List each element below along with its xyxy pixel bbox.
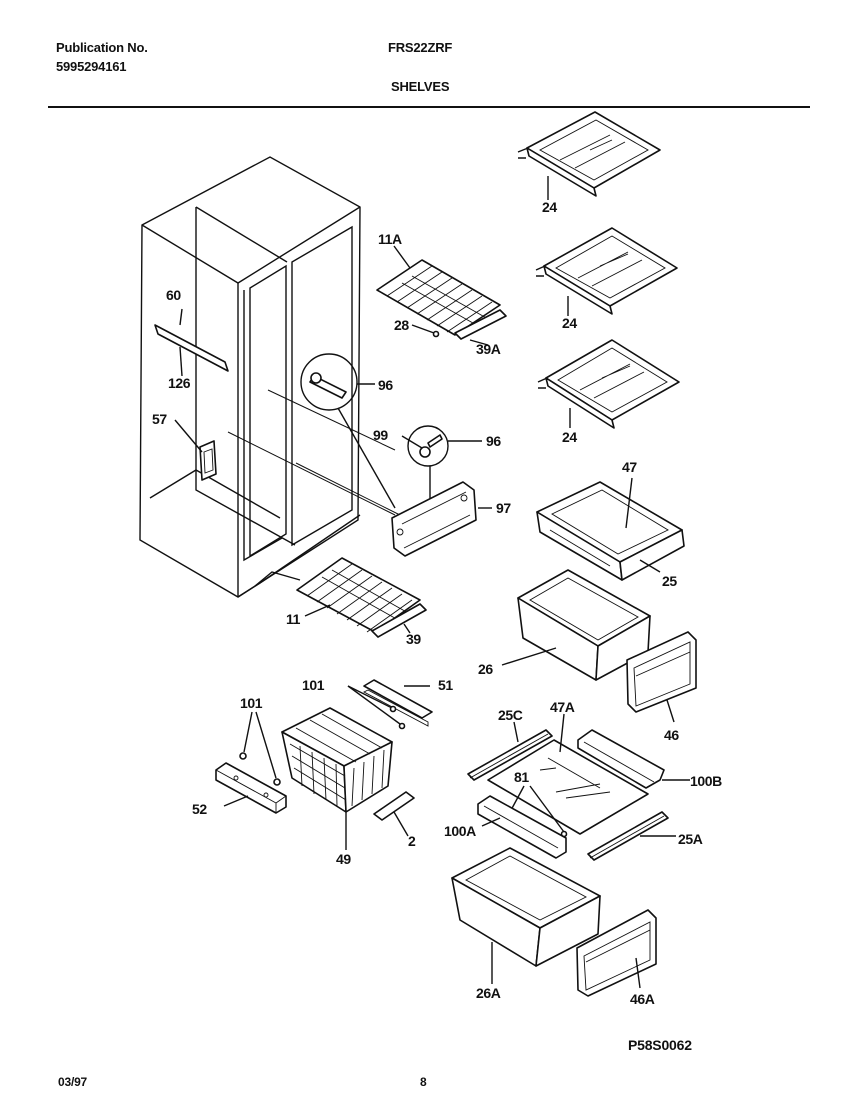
label-39A: 39A [476, 341, 501, 357]
footer-date: 03/97 [58, 1075, 88, 1089]
label-25: 25 [662, 573, 677, 589]
label-60: 60 [166, 287, 181, 303]
label-101-upper: 101 [302, 677, 325, 693]
leader-dash-lines [227, 389, 411, 521]
part-47-crisper-cover [536, 477, 685, 581]
label-81: 81 [514, 769, 529, 785]
label-24-middle: 24 [562, 315, 577, 331]
label-25A: 25A [678, 831, 703, 847]
header-divider [48, 106, 810, 108]
label-96-upper: 96 [378, 377, 393, 393]
label-11: 11 [286, 611, 301, 627]
refrigerator-cabinet [139, 156, 361, 598]
label-26A: 26A [476, 985, 501, 1001]
part-96-magnified-pin [300, 353, 396, 509]
part-60-126-trim-rail [154, 308, 229, 377]
label-25C: 25C [498, 707, 523, 723]
label-11A: 11A [378, 231, 402, 247]
label-101-left: 101 [240, 695, 263, 711]
part-24-glass-shelf-top [517, 111, 661, 200]
part-labels: 24 11A 24 28 39A 60 126 96 57 99 24 96 4… [152, 199, 723, 1007]
label-100A: 100A [444, 823, 476, 839]
label-24-top: 24 [542, 199, 557, 215]
part-24-glass-shelf-bottom [537, 339, 680, 429]
part-25A-cover-rail [587, 811, 676, 861]
part-100B-cover-support [577, 729, 690, 789]
label-46: 46 [664, 727, 679, 743]
publication-label: Publication No. [56, 40, 148, 55]
part-11-wire-shelf [296, 557, 427, 638]
label-51: 51 [438, 677, 453, 693]
label-24-bottom: 24 [562, 429, 577, 445]
label-97: 97 [496, 500, 511, 516]
label-2: 2 [408, 833, 416, 849]
publication-number: 5995294161 [56, 59, 127, 74]
part-57-bracket [174, 419, 217, 481]
label-49: 49 [336, 851, 351, 867]
part-24-glass-shelf-middle [535, 227, 678, 316]
label-100B: 100B [690, 773, 722, 789]
part-46A-drawer-front [576, 909, 657, 997]
label-99: 99 [373, 427, 388, 443]
part-97-side-bracket [391, 481, 492, 557]
label-52: 52 [192, 801, 207, 817]
footer-page-number: 8 [420, 1075, 427, 1089]
part-26A-drawer [451, 847, 601, 984]
label-46A: 46A [630, 991, 655, 1007]
part-47A-glass-cover [487, 713, 649, 835]
label-28: 28 [394, 317, 409, 333]
part-46-drawer-front [626, 631, 697, 723]
part-51-rail [347, 679, 433, 730]
label-47A: 47A [550, 699, 575, 715]
part-26-crisper-drawer [501, 569, 651, 681]
label-96-lower: 96 [486, 433, 501, 449]
part-2-slide [373, 791, 415, 837]
label-126: 126 [168, 375, 191, 391]
label-26: 26 [478, 661, 493, 677]
part-25C-cover-rail [467, 721, 553, 781]
part-49-wire-basket [281, 707, 393, 850]
part-99-96-screw [401, 425, 482, 500]
part-11A-wire-shelf [376, 245, 507, 346]
part-52-mount-bracket [215, 711, 287, 814]
label-39: 39 [406, 631, 421, 647]
part-100A-cover-support [477, 795, 567, 859]
model-number: FRS22ZRF [388, 40, 453, 55]
drawing-id: P58S0062 [628, 1037, 692, 1053]
section-title: SHELVES [391, 79, 450, 94]
label-47: 47 [622, 459, 637, 475]
label-57: 57 [152, 411, 167, 427]
